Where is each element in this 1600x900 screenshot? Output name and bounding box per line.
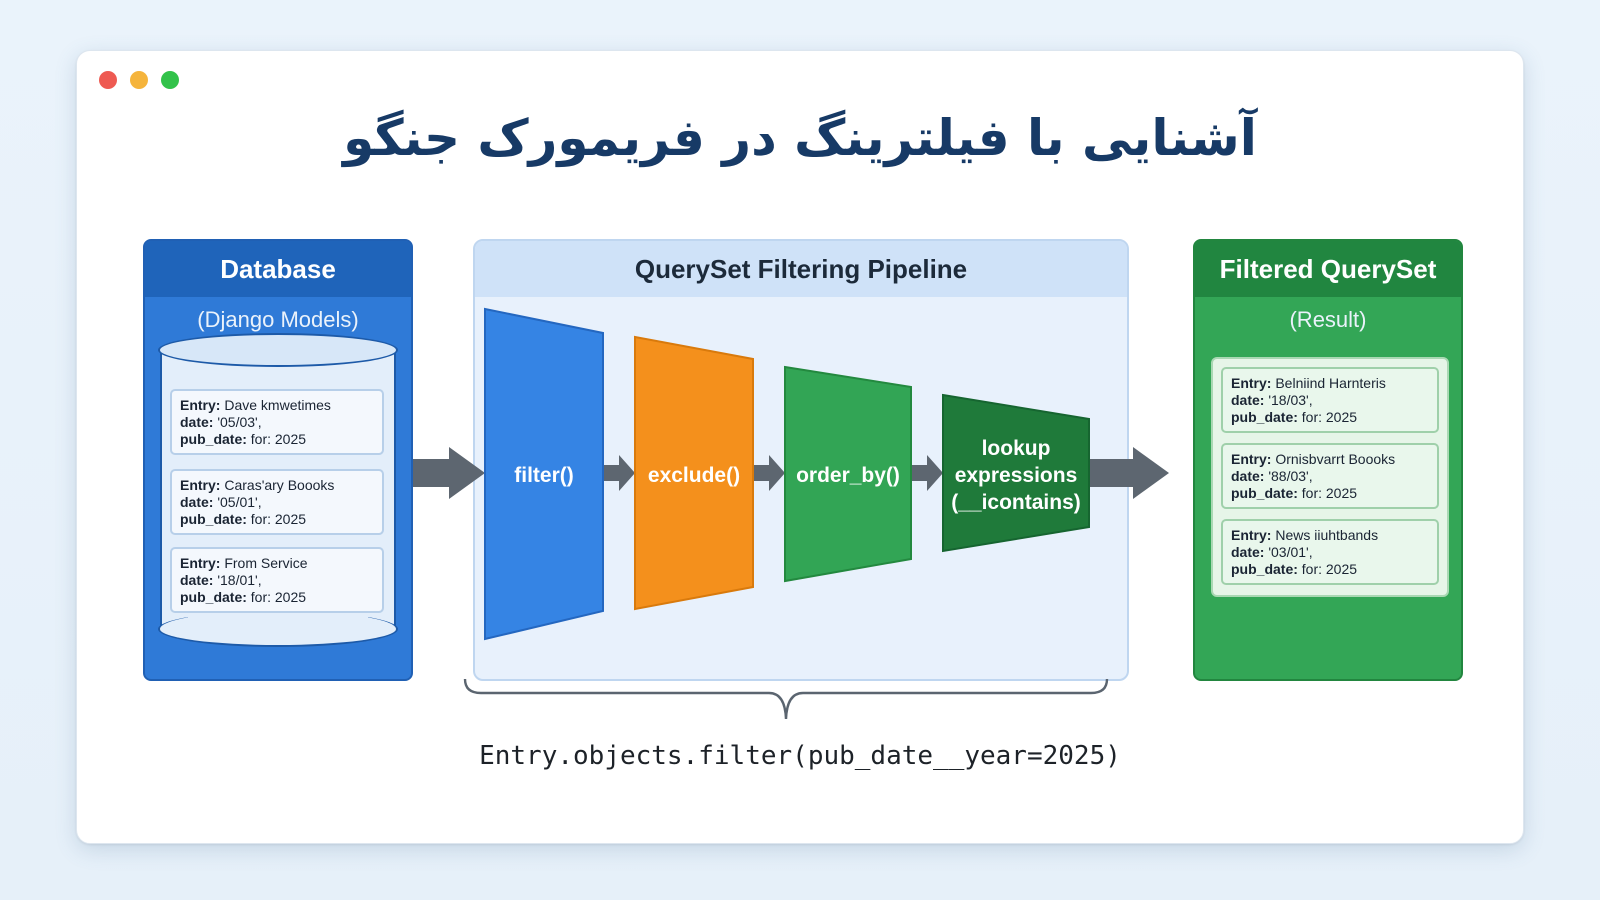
database-panel: Database (Django Models) Entry: Dave kmw… <box>143 239 413 681</box>
result-record: Entry: Belniind Harnteris date: '18/03',… <box>1221 367 1439 433</box>
entry-label: Entry: <box>1231 375 1272 391</box>
stage-label: (__icontains) <box>951 491 1081 514</box>
stage-label: exclude() <box>648 464 740 487</box>
database-header: Database <box>145 241 411 297</box>
date-label: date: <box>1231 468 1265 484</box>
entry-label: Entry: <box>180 555 221 571</box>
date-value: '18/03', <box>1264 392 1313 408</box>
date-value: '18/01', <box>213 572 262 588</box>
stage-arrow-icon <box>753 455 785 491</box>
date-label: date: <box>180 572 214 588</box>
pub-date-value: for: 2025 <box>246 431 307 447</box>
date-label: date: <box>180 414 214 430</box>
database-cylinder-bottom <box>158 611 398 647</box>
stage-exclude <box>634 335 754 611</box>
pub-date-value: for: 2025 <box>1297 561 1358 577</box>
result-panel: Filtered QuerySet (Result) Entry: Belnii… <box>1193 239 1463 681</box>
maximize-window-button[interactable] <box>161 71 179 89</box>
close-window-button[interactable] <box>99 71 117 89</box>
result-header: Filtered QuerySet <box>1195 241 1461 297</box>
database-record: Entry: From Service date: '18/01', pub_d… <box>170 547 384 613</box>
brace-icon <box>463 678 1109 720</box>
app-window: آشنایی با فیلترینگ در فریمورک جنگو Datab… <box>76 50 1524 844</box>
pub-date-label: pub_date: <box>180 589 247 605</box>
pub-date-value: for: 2025 <box>246 511 307 527</box>
page-title: آشنایی با فیلترینگ در فریمورک جنگو <box>343 109 1257 167</box>
date-value: '05/01', <box>213 494 262 510</box>
date-value: '88/03', <box>1264 468 1313 484</box>
entry-label: Entry: <box>1231 451 1272 467</box>
pipeline-header: QuerySet Filtering Pipeline <box>475 241 1127 297</box>
result-record: Entry: News iiuhtbands date: '03/01', pu… <box>1221 519 1439 585</box>
entry-label: Entry: <box>1231 527 1272 543</box>
pub-date-label: pub_date: <box>1231 409 1298 425</box>
minimize-window-button[interactable] <box>130 71 148 89</box>
stage-label: lookup <box>982 437 1051 460</box>
result-list: Entry: Belniind Harnteris date: '18/03',… <box>1211 357 1449 597</box>
stage-arrow-icon <box>603 455 635 491</box>
database-cylinder-top <box>158 333 398 367</box>
code-snippet: Entry.objects.filter(pub_date__year=2025… <box>479 741 1121 771</box>
stage-label: expressions <box>955 464 1078 487</box>
entry-value: From Service <box>220 555 308 571</box>
date-label: date: <box>180 494 214 510</box>
date-value: '03/01', <box>1264 544 1313 560</box>
result-record: Entry: Ornisbvarrt Boooks date: '88/03',… <box>1221 443 1439 509</box>
stage-lookup <box>942 393 1090 553</box>
database-subtitle: (Django Models) <box>197 307 359 332</box>
entry-value: Caras'ary Boooks <box>220 477 335 493</box>
stage-order-by <box>784 365 912 583</box>
pub-date-value: for: 2025 <box>1297 485 1358 501</box>
stage-arrow-icon <box>911 455 943 491</box>
pub-date-label: pub_date: <box>180 511 247 527</box>
input-arrow-icon <box>413 447 485 499</box>
pub-date-label: pub_date: <box>180 431 247 447</box>
result-subtitle: (Result) <box>1289 307 1367 332</box>
pub-date-value: for: 2025 <box>1297 409 1358 425</box>
pub-date-label: pub_date: <box>1231 561 1298 577</box>
database-record: Entry: Caras'ary Boooks date: '05/01', p… <box>170 469 384 535</box>
output-arrow-icon <box>1089 447 1169 499</box>
pipeline-diagram: filter() exclude() order_by() lookup exp… <box>413 307 1169 720</box>
stage-filter <box>484 307 604 641</box>
entry-value: Ornisbvarrt Boooks <box>1271 451 1396 467</box>
entry-value: News iiuhtbands <box>1271 527 1379 543</box>
stage-label: filter() <box>514 464 574 487</box>
date-label: date: <box>1231 392 1265 408</box>
pub-date-label: pub_date: <box>1231 485 1298 501</box>
entry-value: Belniind Harnteris <box>1271 375 1386 391</box>
date-value: '05/03', <box>213 414 262 430</box>
pub-date-value: for: 2025 <box>246 589 307 605</box>
stage-label: order_by() <box>796 464 900 487</box>
entry-label: Entry: <box>180 397 221 413</box>
window-controls <box>99 71 179 89</box>
date-label: date: <box>1231 544 1265 560</box>
entry-value: Dave kmwetimes <box>220 397 331 413</box>
entry-label: Entry: <box>180 477 221 493</box>
database-record: Entry: Dave kmwetimes date: '05/03', pub… <box>170 389 384 455</box>
